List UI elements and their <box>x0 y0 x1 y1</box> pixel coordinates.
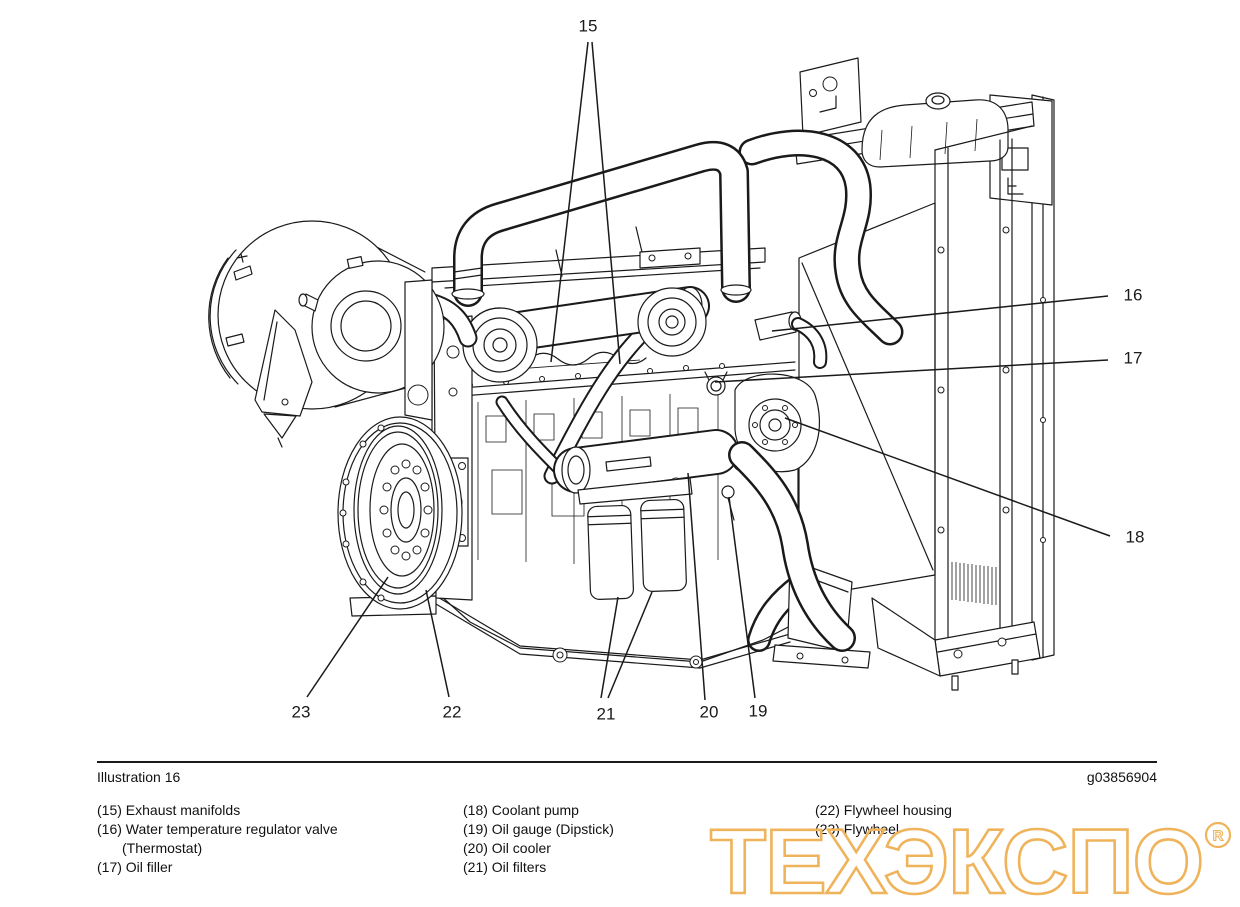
leader-16 <box>772 296 1108 331</box>
legend-text: Coolant pump <box>491 802 579 818</box>
legend-num: (18) <box>463 802 488 818</box>
legend-num: (23) <box>815 821 840 837</box>
legend-text: Water temperature regulator valve <box>125 821 338 837</box>
callout-label-21: 21 <box>596 704 616 724</box>
legend-text: Oil gauge (Dipstick) <box>491 821 614 837</box>
legend-text: Oil cooler <box>491 840 551 856</box>
leader-17 <box>715 360 1108 382</box>
legend-item-15: (15) Exhaust manifolds <box>97 801 338 820</box>
figure-code: g03856904 <box>1086 769 1157 785</box>
callout-label-18: 18 <box>1125 527 1145 547</box>
legend-column-2: (18) Coolant pump (19) Oil gauge (Dipsti… <box>463 801 614 877</box>
legend-item-19: (19) Oil gauge (Dipstick) <box>463 820 614 839</box>
callout-label-17: 17 <box>1123 348 1143 368</box>
legend-num: (16) <box>97 821 122 837</box>
illustration-caption: Illustration 16 <box>97 769 181 785</box>
engine-illustration: 15 16 17 18 19 20 21 22 23 <box>0 0 1240 760</box>
leader-20 <box>688 473 705 700</box>
legend-column-1: (15) Exhaust manifolds (16) Water temper… <box>97 801 338 877</box>
registered-mark-letter: R <box>1213 828 1224 845</box>
callout-label-22: 22 <box>442 702 462 722</box>
callout-label-20: 20 <box>699 702 719 722</box>
legend-text: (Thermostat) <box>122 840 203 856</box>
legend-item-16: (16) Water temperature regulator valve <box>97 820 338 839</box>
callout-label-16: 16 <box>1123 285 1143 305</box>
legend-text: Oil filler <box>125 859 173 875</box>
legend-num: (22) <box>815 802 840 818</box>
leader-23 <box>307 577 388 697</box>
leader-15-right <box>592 42 620 364</box>
legend-item-18: (18) Coolant pump <box>463 801 614 820</box>
legend-item-20: (20) Oil cooler <box>463 839 614 858</box>
legend-text: Flywheel housing <box>843 802 952 818</box>
caption-divider <box>97 761 1157 763</box>
watermark-logo: ТЕХЭКСПО R <box>709 810 1240 907</box>
oil-filters <box>578 478 692 600</box>
legend-num: (19) <box>463 821 488 837</box>
coolant-pump <box>733 374 819 472</box>
legend-item-23: (23) Flywheel <box>815 820 952 839</box>
legend-item-21: (21) Oil filters <box>463 858 614 877</box>
leader-22 <box>426 590 449 697</box>
leader-18 <box>785 418 1110 536</box>
turbochargers <box>463 287 706 382</box>
leader-21-right <box>608 592 652 698</box>
callout-label-19: 19 <box>748 701 768 721</box>
watermark: ТЕХЭКСПО R <box>708 810 1240 907</box>
leader-19 <box>729 497 755 698</box>
legend-text: Exhaust manifolds <box>125 802 241 818</box>
lower-elbow-pipe <box>742 455 842 638</box>
callout-label-23: 23 <box>291 702 311 722</box>
legend-num: (15) <box>97 802 122 818</box>
oil-dipstick <box>722 486 734 520</box>
leader-21-left <box>601 597 618 698</box>
air-cleaner <box>209 221 444 447</box>
legend-num: (21) <box>463 859 488 875</box>
engine-line-art <box>0 0 1240 760</box>
radiator-fins <box>952 562 996 605</box>
legend-item-16-cont: (Thermostat) <box>97 839 338 858</box>
callout-leaders <box>307 42 1110 700</box>
radiator <box>795 58 1054 690</box>
legend-num: (20) <box>463 840 488 856</box>
legend-column-3: (22) Flywheel housing (23) Flywheel <box>815 801 952 839</box>
callout-label-15: 15 <box>578 16 598 36</box>
registered-mark-circle <box>1206 823 1230 847</box>
caption-row: Illustration 16 g03856904 <box>97 769 1157 785</box>
legend-item-17: (17) Oil filler <box>97 858 338 877</box>
legend-num: (17) <box>97 859 122 875</box>
flywheel <box>354 426 442 594</box>
legend-text: Oil filters <box>491 859 547 875</box>
legend-item-22: (22) Flywheel housing <box>815 801 952 820</box>
legend-text: Flywheel <box>843 821 900 837</box>
watermark-text: ТЕХЭКСПО <box>710 822 1203 902</box>
thermostat-housing <box>755 312 820 362</box>
leader-15-left <box>551 42 588 362</box>
